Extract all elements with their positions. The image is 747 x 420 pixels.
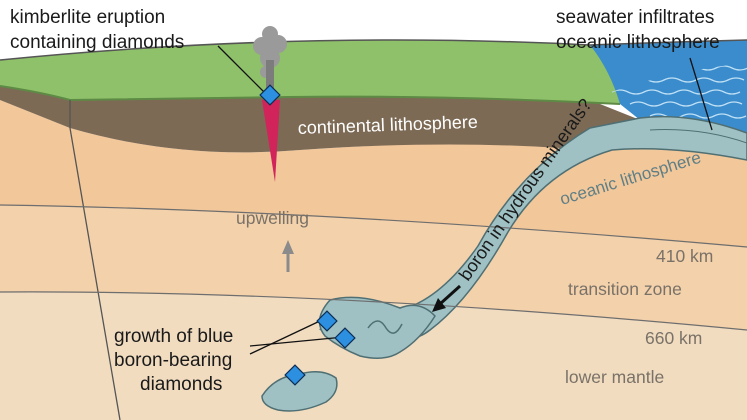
ocean-water (590, 40, 747, 133)
growth-leader-line-2 (249, 319, 323, 355)
section-front-edge (69, 100, 121, 420)
slab-inner-stripe (649, 129, 747, 144)
eruption-plume (253, 26, 287, 90)
land-edge-shade (0, 85, 621, 105)
depth-660-label: 660 km (645, 328, 702, 348)
transition-zone-label: transition zone (568, 279, 682, 299)
diamond-marker-1 (316, 310, 338, 332)
land-surface (0, 40, 640, 104)
growth-label-line3: diamonds (140, 374, 222, 395)
seawater-label-line2: oceanic lithosphere (556, 32, 720, 53)
slab-fold (367, 320, 403, 334)
section-top-edge (0, 39, 747, 61)
growth-label-line2: boron-bearing (114, 350, 232, 371)
transition-zone-band (0, 205, 747, 330)
growth-label-line1: growth of blue (114, 326, 233, 347)
seawater-leader-line (689, 57, 713, 131)
growth-leader-line-1 (249, 336, 345, 347)
upwelling-arrow (282, 240, 294, 272)
upwelling-label: upwelling (236, 208, 309, 228)
slab-direction-arrow (432, 284, 462, 312)
continental-crust (0, 86, 640, 153)
lower-mantle-label: lower mantle (565, 367, 664, 387)
kimberlite-leader-line (217, 45, 269, 97)
kimberlite-label-line1: kimberlite eruption (10, 7, 165, 28)
diamond-marker-3 (284, 364, 306, 386)
depth-410-label: 410 km (656, 246, 713, 266)
layer-divider-410 (0, 204, 747, 248)
kimberlite-label-line2: containing diamonds (10, 32, 184, 53)
diamond-marker-2 (334, 327, 356, 349)
upper-mantle-band (0, 100, 747, 247)
layer-divider-660 (0, 291, 747, 331)
magma-conduit (262, 100, 280, 182)
seawater-label-line1: seawater infiltrates (556, 7, 714, 28)
diamond-marker-surface (259, 84, 281, 106)
